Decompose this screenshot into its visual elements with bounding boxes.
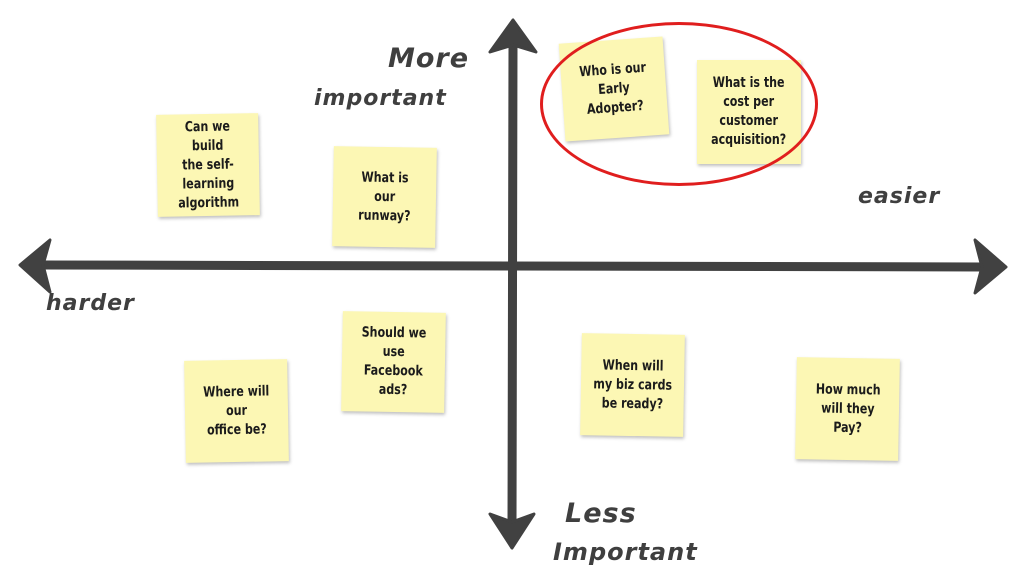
note-text: What is our runway? (357, 169, 411, 224)
more-important-label-line2: important (314, 86, 447, 111)
easier-label: easier (858, 184, 941, 209)
note-pay: How much will they Pay? (795, 357, 900, 461)
note-office: Where will our office be? (184, 359, 289, 463)
note-text: Should we use Facebook ads? (361, 324, 427, 399)
note-facebook-ads: Should we use Facebook ads? (341, 311, 446, 413)
less-important-label: Less (565, 498, 637, 529)
note-text: How much will they Pay? (815, 380, 881, 436)
left-arrowhead-icon (18, 238, 52, 294)
less-important-label-line2: Important (553, 538, 698, 566)
note-biz-cards: When will my biz cards be ready? (580, 333, 685, 437)
note-text: Where will our office be? (202, 382, 270, 439)
note-self-learning: Can we build the self- learning algorith… (156, 113, 260, 217)
down-arrowhead-icon (488, 512, 536, 550)
up-arrowhead-icon (488, 18, 538, 54)
right-arrowhead-icon (973, 238, 1008, 295)
harder-label: harder (46, 291, 135, 316)
highlight-circle (540, 22, 818, 186)
note-text: When will my biz cards be ready? (593, 356, 672, 413)
more-important-label: More (388, 43, 470, 74)
note-runway: What is our runway? (332, 146, 437, 248)
vertical-axis (507, 40, 518, 530)
note-text: Can we build the self- learning algorith… (178, 118, 240, 212)
